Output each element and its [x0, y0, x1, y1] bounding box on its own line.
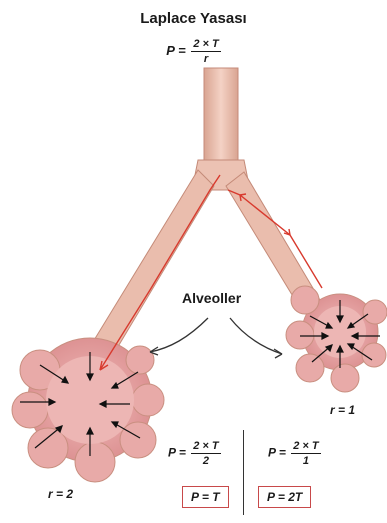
formula-right: P = 2 × T 1: [268, 440, 321, 467]
formula-left-fraction: 2 × T 2: [191, 440, 220, 467]
formula-left-lhs: P =: [168, 446, 186, 460]
formula-right-numerator: 2 × T: [291, 440, 320, 454]
formula-left-numerator: 2 × T: [191, 440, 220, 454]
alveoli-label: Alveoller: [182, 290, 241, 306]
left-bronchus: [88, 170, 214, 360]
formula-left: P = 2 × T 2: [168, 440, 221, 467]
formula-right-fraction: 2 × T 1: [291, 440, 320, 467]
formula-left-denominator: 2: [203, 454, 209, 467]
trachea: [204, 68, 238, 170]
main-formula-denominator: r: [204, 52, 208, 65]
formula-right-denominator: 1: [303, 454, 309, 467]
main-formula-lhs: P =: [166, 43, 185, 58]
main-formula-fraction: 2 × T r: [191, 38, 220, 65]
diagram-title: Laplace Yasası: [0, 10, 387, 27]
main-formula: P = 2 × T r: [0, 38, 387, 65]
label-pointer-arrows: [150, 318, 282, 358]
radius-right-label: r = 1: [330, 403, 355, 417]
formula-divider: [243, 430, 244, 515]
radius-left-label: r = 2: [48, 487, 73, 501]
main-formula-numerator: 2 × T: [191, 38, 220, 52]
formula-right-lhs: P =: [268, 446, 286, 460]
result-right-box: P = 2T: [258, 486, 311, 508]
left-alveolus: [12, 338, 164, 482]
result-left-box: P = T: [182, 486, 229, 508]
right-alveolus: [286, 286, 387, 392]
